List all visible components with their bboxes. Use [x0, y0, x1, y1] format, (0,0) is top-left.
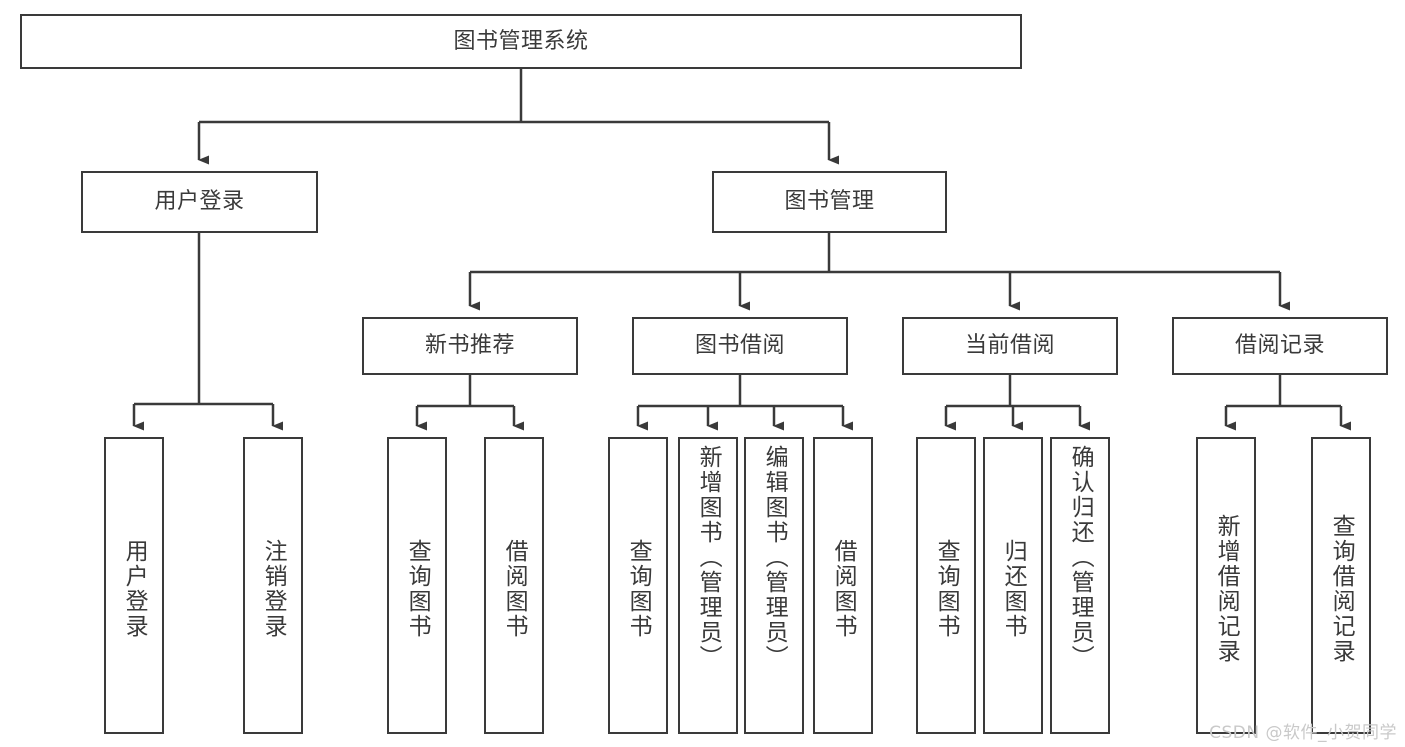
node-leaf-user-login[interactable]: 用户登录	[104, 437, 164, 734]
node-leaf-borrow-book-borrow-label: 借阅图书	[830, 538, 857, 639]
node-user-login[interactable]: 用户登录	[81, 171, 318, 233]
node-leaf-query-book-recommend[interactable]: 查询图书	[387, 437, 447, 734]
node-leaf-add-borrow-record[interactable]: 新增借阅记录	[1196, 437, 1256, 734]
node-leaf-query-borrow-record[interactable]: 查询借阅记录	[1311, 437, 1371, 734]
node-leaf-confirm-return-label: 确认归还（管理员）	[1067, 445, 1094, 670]
node-leaf-query-book-borrow-label: 查询图书	[625, 538, 652, 639]
node-user-login-label: 用户登录	[154, 189, 245, 215]
node-current-borrow-label: 当前借阅	[964, 333, 1055, 359]
node-leaf-add-book-label: 新增图书（管理员）	[695, 445, 722, 670]
node-leaf-query-book-current-label: 查询图书	[933, 538, 960, 639]
node-leaf-query-borrow-record-label: 查询借阅记录	[1328, 513, 1355, 664]
node-current-borrow[interactable]: 当前借阅	[902, 317, 1118, 375]
node-leaf-user-login-label: 用户登录	[121, 538, 148, 639]
node-new-book-recommend-label: 新书推荐	[424, 333, 515, 359]
node-root-system-label: 图书管理系统	[453, 28, 589, 54]
node-leaf-edit-book-label: 编辑图书（管理员）	[761, 445, 788, 670]
node-leaf-edit-book[interactable]: 编辑图书（管理员）	[744, 437, 804, 734]
node-leaf-user-logout-label: 注销登录	[260, 538, 287, 639]
node-leaf-return-book-label: 归还图书	[1000, 538, 1027, 639]
node-leaf-user-logout[interactable]: 注销登录	[243, 437, 303, 734]
node-leaf-borrow-book-recommend-label: 借阅图书	[501, 538, 528, 639]
node-leaf-confirm-return[interactable]: 确认归还（管理员）	[1050, 437, 1110, 734]
node-leaf-query-book-borrow[interactable]: 查询图书	[608, 437, 668, 734]
node-leaf-add-borrow-record-label: 新增借阅记录	[1213, 513, 1240, 664]
node-borrow-record-label: 借阅记录	[1234, 333, 1325, 359]
node-book-borrow[interactable]: 图书借阅	[632, 317, 848, 375]
node-borrow-record[interactable]: 借阅记录	[1172, 317, 1388, 375]
node-leaf-return-book[interactable]: 归还图书	[983, 437, 1043, 734]
node-leaf-query-book-recommend-label: 查询图书	[404, 538, 431, 639]
node-book-manage[interactable]: 图书管理	[712, 171, 947, 233]
node-book-manage-label: 图书管理	[784, 189, 875, 215]
node-leaf-query-book-current[interactable]: 查询图书	[916, 437, 976, 734]
node-leaf-borrow-book-borrow[interactable]: 借阅图书	[813, 437, 873, 734]
node-new-book-recommend[interactable]: 新书推荐	[362, 317, 578, 375]
node-root-system[interactable]: 图书管理系统	[20, 14, 1022, 69]
node-book-borrow-label: 图书借阅	[694, 333, 785, 359]
node-leaf-add-book[interactable]: 新增图书（管理员）	[678, 437, 738, 734]
node-leaf-borrow-book-recommend[interactable]: 借阅图书	[484, 437, 544, 734]
